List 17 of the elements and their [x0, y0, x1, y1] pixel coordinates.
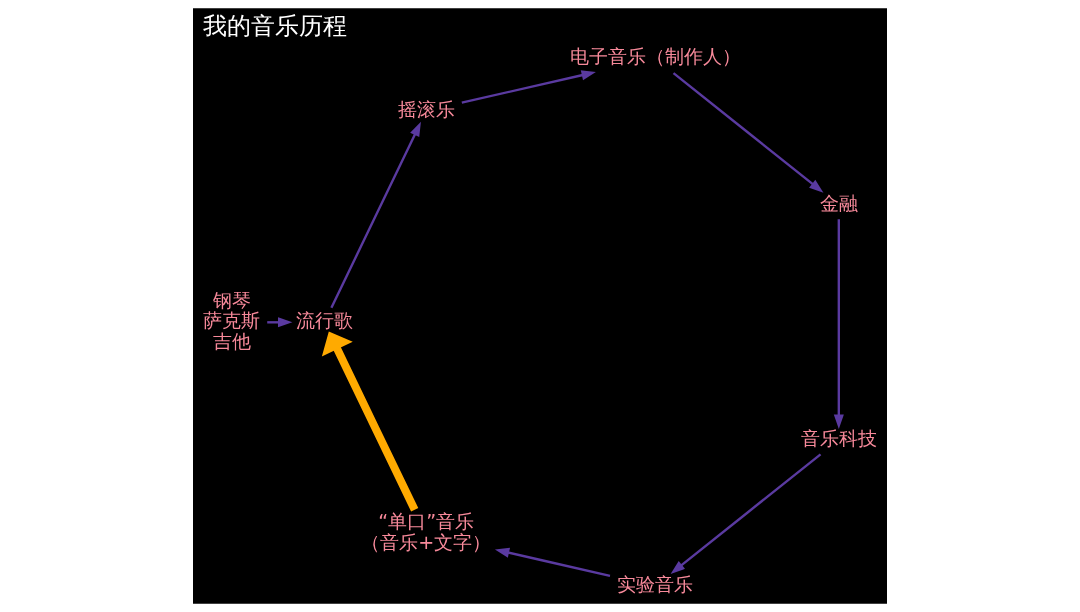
arrow	[321, 331, 419, 512]
diagram-title: 我的音乐历程	[202, 11, 347, 40]
node-text: 钢琴 萨克斯 吉他	[203, 288, 261, 353]
arrow	[267, 317, 293, 328]
node-text: 实验音乐	[617, 573, 694, 597]
node-text: 摇滚乐	[397, 97, 455, 121]
node-text: 流行歌	[295, 309, 353, 333]
arrow	[494, 547, 611, 577]
node-text: 金融	[819, 191, 858, 215]
arrow	[330, 121, 421, 309]
node-text: 电子音乐（制作人）	[569, 45, 741, 69]
arrow	[672, 72, 824, 193]
node-text: 音乐科技	[800, 426, 877, 450]
arrow	[670, 453, 822, 574]
node-text: “单口”音乐 （音乐+文字）	[361, 510, 492, 555]
arrow	[461, 70, 596, 104]
arrow	[833, 219, 844, 429]
